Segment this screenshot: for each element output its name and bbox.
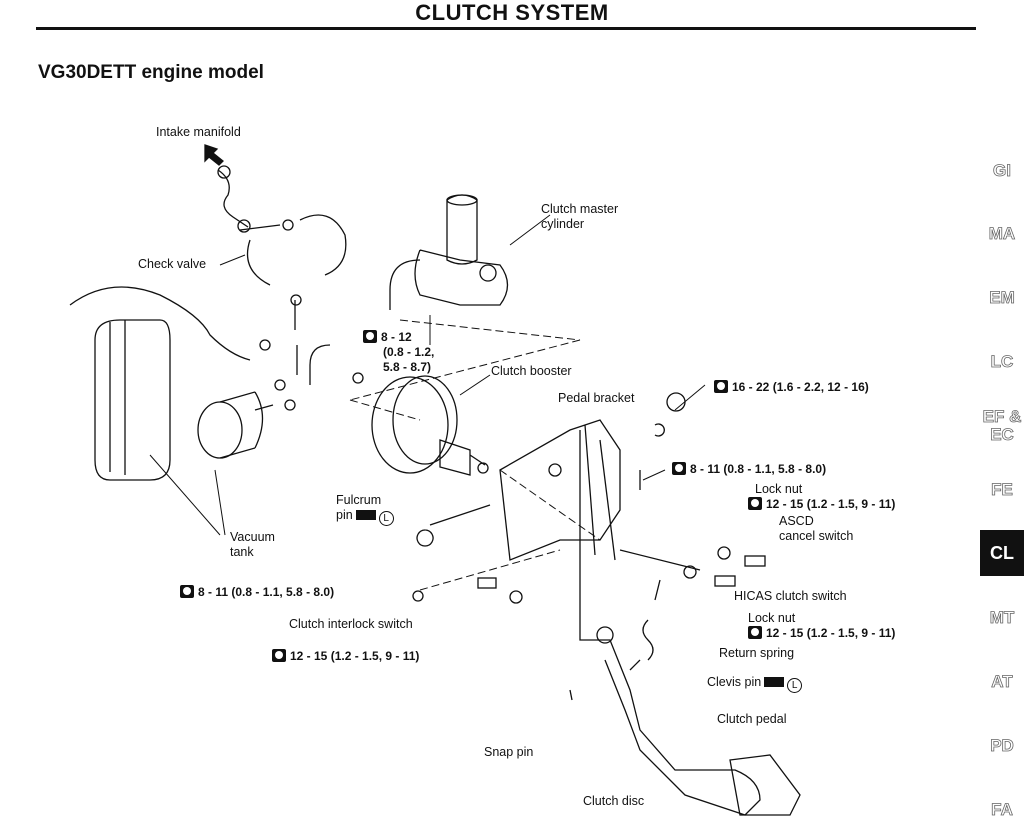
label-clutch-master-cylinder: Clutch master cylinder [541, 202, 618, 232]
torque-wrench-icon [714, 380, 728, 393]
label-lock-nut-hicas: Lock nut [748, 611, 796, 625]
label-ascd-cancel-switch: ASCD cancel switch [779, 514, 853, 544]
label-snap-pin: Snap pin [484, 745, 534, 759]
tab-fa[interactable]: FA [991, 800, 1014, 819]
torque-master-cylinder: 8 - 12 (0.8 - 1.2, 5.8 - 8.7) [363, 330, 434, 375]
label-hicas-clutch-switch: HICAS clutch switch [734, 589, 847, 603]
tab-cl[interactable]: CL [980, 530, 1024, 576]
torque-wrench-icon [363, 330, 377, 343]
label-line: cancel switch [779, 529, 854, 543]
clutch-booster-drawing [371, 375, 489, 476]
torque-wrench-icon [272, 649, 286, 662]
vacuum-tank-can [197, 391, 274, 459]
label-line: Vacuum [230, 530, 275, 544]
torque-value: 12 - 15 (1.2 - 1.5, 9 - 11) [766, 497, 896, 511]
torque-ascd-lock-nut: 12 - 15 (1.2 - 1.5, 9 - 11) [748, 497, 895, 512]
tab-label: EF & [982, 407, 1022, 426]
label-text: Clevis pin [707, 675, 762, 689]
torque-bracket-bolt: 8 - 11 (0.8 - 1.1, 5.8 - 8.0) [672, 462, 826, 477]
label-fulcrum-pin: Fulcrum pin L [336, 493, 394, 526]
torque-line: 8 - 12 [363, 330, 434, 345]
label-line: Clutch master [541, 202, 619, 216]
lube-symbol-icon: L [378, 511, 394, 526]
torque-wrench-icon [748, 626, 762, 639]
torque-value: 16 - 22 (1.6 - 2.2, 12 - 16) [732, 380, 869, 394]
tab-lc[interactable]: LC [990, 352, 1014, 371]
label-check-valve: Check valve [138, 257, 207, 271]
vacuum-reservoir [94, 319, 171, 481]
label-clutch-disc: Clutch disc [583, 794, 645, 808]
torque-value: 5.8 - 8.7) [383, 360, 432, 374]
page-title: CLUTCH SYSTEM [415, 0, 609, 25]
lube-symbol-icon: L [787, 678, 803, 693]
torque-wrench-icon [180, 585, 194, 598]
label-line: cylinder [541, 217, 585, 231]
torque-value: 8 - 11 (0.8 - 1.1, 5.8 - 8.0) [690, 462, 827, 476]
tab-em[interactable]: EM [989, 288, 1015, 307]
pedal-pad [729, 754, 801, 816]
label-clutch-booster: Clutch booster [491, 364, 572, 378]
return-spring-drawing [629, 579, 661, 671]
tab-pd[interactable]: PD [990, 736, 1014, 755]
tab-ma[interactable]: MA [988, 224, 1016, 243]
torque-wrench-icon [748, 497, 762, 510]
torque-value: 8 - 12 [381, 330, 412, 344]
section-subtitle: VG30DETT engine model [38, 62, 264, 83]
vacuum-hose-left [69, 286, 251, 361]
fulcrum-pin-drawing [416, 504, 491, 547]
switch-parts [412, 392, 766, 604]
grease-icon [764, 677, 785, 687]
label-text: pin [336, 508, 353, 522]
intake-arrow [204, 144, 224, 166]
grease-icon [355, 510, 376, 520]
tab-ef-ec[interactable]: EF & EC [980, 407, 1024, 444]
tab-label: EC [990, 425, 1014, 444]
label-line: tank [230, 545, 254, 559]
vacuum-hose-upper [217, 169, 347, 286]
torque-value: 12 - 15 (1.2 - 1.5, 9 - 11) [766, 626, 896, 640]
label-line: ASCD [779, 514, 814, 528]
torque-booster-nut: 8 - 11 (0.8 - 1.1, 5.8 - 8.0) [180, 585, 334, 600]
tab-at[interactable]: AT [991, 672, 1013, 691]
torque-interlock-nut: 12 - 15 (1.2 - 1.5, 9 - 11) [272, 649, 419, 664]
clutch-pedal-drawing [579, 430, 761, 816]
tab-fe[interactable]: FE [991, 480, 1014, 499]
label-clutch-interlock-switch: Clutch interlock switch [289, 617, 413, 631]
torque-value: (0.8 - 1.2, [383, 345, 435, 359]
torque-pedal-nut: 16 - 22 (1.6 - 2.2, 12 - 16) [714, 380, 869, 395]
label-line: Fulcrum [336, 493, 382, 507]
label-clevis-pin: Clevis pin L [707, 675, 803, 693]
torque-hicas-lock-nut: 12 - 15 (1.2 - 1.5, 9 - 11) [748, 626, 895, 641]
torque-wrench-icon [672, 462, 686, 475]
clutch-master-cylinder-drawing [389, 194, 509, 310]
label-return-spring: Return spring [719, 646, 795, 660]
pedal-bracket-drawing [499, 419, 621, 561]
label-line: pin L [336, 508, 394, 526]
label-clutch-pedal: Clutch pedal [717, 712, 787, 726]
label-pedal-bracket: Pedal bracket [558, 391, 635, 405]
title-rule [36, 27, 976, 30]
torque-value: 12 - 15 (1.2 - 1.5, 9 - 11) [290, 649, 420, 663]
label-vacuum-tank: Vacuum tank [230, 530, 275, 560]
label-intake-manifold: Intake manifold [156, 125, 241, 139]
torque-value: 8 - 11 (0.8 - 1.1, 5.8 - 8.0) [198, 585, 335, 599]
label-lock-nut-ascd: Lock nut [755, 482, 803, 496]
vacuum-hose-mid [294, 300, 331, 385]
tab-gi[interactable]: GI [993, 161, 1012, 180]
tab-mt[interactable]: MT [989, 608, 1015, 627]
